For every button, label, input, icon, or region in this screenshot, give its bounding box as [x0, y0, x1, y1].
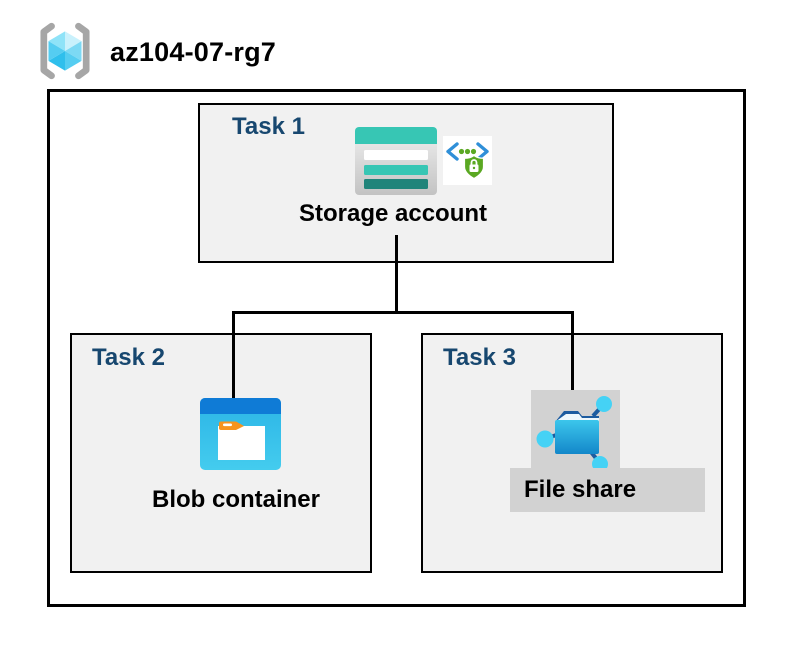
blob-container-icon: [200, 398, 281, 470]
storage-account-icon: [355, 127, 437, 195]
connector-storage-stem: [395, 235, 398, 314]
connector-horizontal: [232, 311, 574, 314]
resource-group-icon: [40, 22, 90, 80]
task1-label: Task 1: [232, 113, 305, 140]
resource-group-name: az104-07-rg7: [110, 37, 276, 67]
connector-to-blob: [232, 311, 235, 398]
blob-container-caption: Blob container: [151, 486, 320, 513]
file-share-icon: [536, 396, 612, 472]
sas-security-icon: [443, 136, 492, 185]
task2-box: Task 2: [70, 333, 372, 573]
fileshare-highlight-band: [510, 468, 705, 512]
file-share-caption: File share: [524, 476, 637, 503]
storage-account-caption: Storage account: [298, 200, 488, 227]
connector-to-fileshare: [571, 311, 574, 391]
task2-label: Task 2: [92, 344, 165, 371]
task3-label: Task 3: [443, 344, 516, 371]
